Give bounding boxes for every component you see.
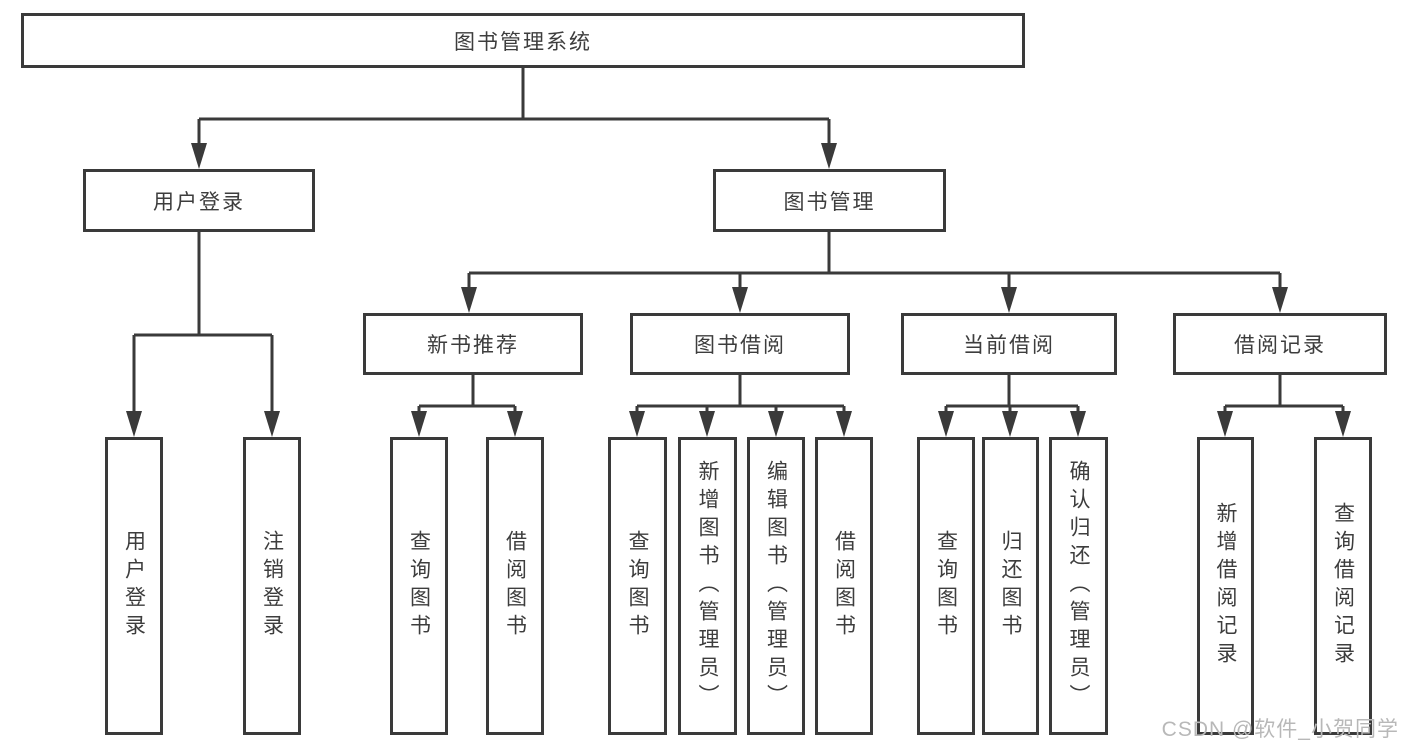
node-leaf-query-borrow-record-label: 查询借阅记录: [1331, 502, 1355, 670]
arrowhead: [411, 411, 427, 437]
node-leaf-query-books-bb-label: 查询图书: [626, 530, 649, 642]
connector-root-to-level2: [191, 68, 837, 169]
arrowhead: [938, 411, 954, 437]
node-leaf-add-borrow-record: 新增借阅记录: [1197, 437, 1254, 735]
arrowhead: [126, 411, 142, 437]
arrowhead: [768, 411, 784, 437]
node-leaf-confirm-return-admin-label: 确认归还（管理员）: [1067, 460, 1090, 712]
node-leaf-borrow-books-bb-label: 借阅图书: [832, 530, 856, 642]
arrowhead: [1272, 287, 1288, 313]
arrowhead: [732, 287, 748, 313]
connector-user-login-children: [126, 232, 280, 437]
node-leaf-query-books-rec-label: 查询图书: [407, 530, 431, 642]
node-leaf-borrow-books-bb: 借阅图书: [815, 437, 873, 735]
arrowhead: [1335, 411, 1351, 437]
arrowhead: [821, 143, 837, 169]
node-user-login: 用户登录: [83, 169, 315, 232]
connector-book-borrow-children: [629, 375, 852, 437]
node-root: 图书管理系统: [21, 13, 1025, 68]
node-current-borrow-label: 当前借阅: [963, 334, 1055, 357]
arrowhead: [836, 411, 852, 437]
node-leaf-return-books: 归还图书: [982, 437, 1039, 735]
node-root-label: 图书管理系统: [454, 30, 592, 54]
node-leaf-return-books-label: 归还图书: [999, 530, 1022, 642]
arrowhead: [1070, 411, 1086, 437]
node-leaf-user-login: 用户登录: [105, 437, 163, 735]
node-new-book-rec-label: 新书推荐: [427, 334, 519, 357]
arrowhead: [1001, 287, 1017, 313]
connector-borrow-records-children: [1217, 375, 1351, 437]
node-leaf-add-books-admin-label: 新增图书（管理员）: [696, 460, 719, 712]
node-leaf-add-books-admin: 新增图书（管理员）: [678, 437, 737, 735]
node-new-book-rec: 新书推荐: [363, 313, 583, 375]
node-book-mgmt-label: 图书管理: [783, 190, 876, 214]
node-book-borrow-label: 图书借阅: [694, 334, 786, 357]
arrowhead: [699, 411, 715, 437]
node-book-borrow: 图书借阅: [630, 313, 850, 375]
node-leaf-query-books-cb: 查询图书: [917, 437, 975, 735]
node-leaf-add-borrow-record-label: 新增借阅记录: [1214, 502, 1237, 670]
arrowhead: [507, 411, 523, 437]
arrowhead: [629, 411, 645, 437]
node-borrow-records-label: 借阅记录: [1234, 334, 1326, 357]
connector-current-borrow-children: [938, 375, 1086, 437]
arrowhead: [264, 411, 280, 437]
node-borrow-records: 借阅记录: [1173, 313, 1387, 375]
node-book-mgmt: 图书管理: [713, 169, 946, 232]
node-leaf-query-books-bb: 查询图书: [608, 437, 667, 735]
node-leaf-logout-label: 注销登录: [260, 530, 284, 642]
node-leaf-borrow-books-rec-label: 借阅图书: [503, 530, 527, 642]
node-current-borrow: 当前借阅: [901, 313, 1117, 375]
node-leaf-borrow-books-rec: 借阅图书: [486, 437, 544, 735]
node-leaf-query-borrow-record: 查询借阅记录: [1314, 437, 1372, 735]
node-leaf-edit-books-admin-label: 编辑图书（管理员）: [764, 460, 788, 712]
arrowhead: [461, 287, 477, 313]
node-leaf-confirm-return-admin: 确认归还（管理员）: [1049, 437, 1108, 735]
node-leaf-logout: 注销登录: [243, 437, 301, 735]
node-leaf-edit-books-admin: 编辑图书（管理员）: [747, 437, 805, 735]
node-leaf-user-login-label: 用户登录: [122, 530, 146, 642]
node-user-login-label: 用户登录: [153, 190, 245, 214]
node-leaf-query-books-rec: 查询图书: [390, 437, 448, 735]
csdn-watermark: CSDN @软件_小贺同学: [1161, 718, 1399, 741]
connector-book-mgmt-to-level3: [461, 232, 1288, 313]
node-leaf-query-books-cb-label: 查询图书: [934, 530, 958, 642]
connector-new-book-rec-children: [411, 375, 523, 437]
arrowhead: [1217, 411, 1233, 437]
arrowhead: [191, 143, 207, 169]
arrowhead: [1002, 411, 1018, 437]
